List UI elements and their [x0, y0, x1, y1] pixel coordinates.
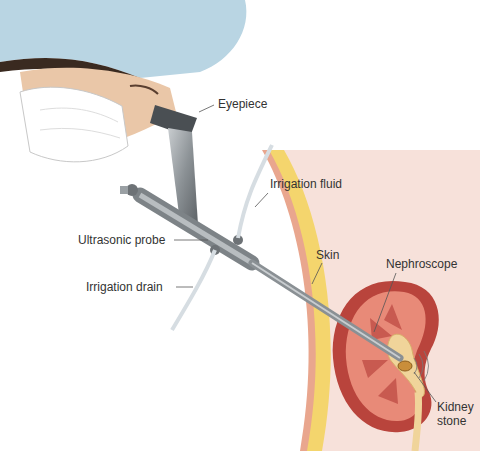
kidney-cortex — [346, 291, 426, 421]
mask-folds — [40, 108, 120, 138]
part-label: Kidney stone — [437, 400, 477, 428]
part-label: Skin — [316, 248, 339, 262]
part-label: Eyepiece — [218, 97, 267, 111]
ultrasonic-waves — [414, 351, 429, 381]
scope-body-highlight — [140, 195, 252, 263]
shaft-highlight — [252, 263, 400, 358]
face-mask — [20, 87, 128, 162]
leader-lines — [174, 105, 436, 402]
part-label: Ultrasonic probe — [78, 233, 165, 247]
irrigation-drain-tube — [172, 250, 215, 330]
ureter — [415, 392, 419, 451]
renal-pelvis — [388, 334, 425, 397]
valve-handle — [120, 186, 128, 194]
part-label: Nephroscope — [386, 257, 457, 271]
kidney — [333, 281, 439, 432]
nephroscope-shaft — [252, 263, 400, 358]
scope-body — [140, 195, 252, 263]
part-label: Irrigation drain — [86, 280, 163, 294]
eye — [130, 85, 158, 94]
stone — [398, 361, 412, 371]
irrigation-fluid-tube — [238, 145, 272, 238]
part-label: Irrigation fluid — [270, 177, 342, 191]
